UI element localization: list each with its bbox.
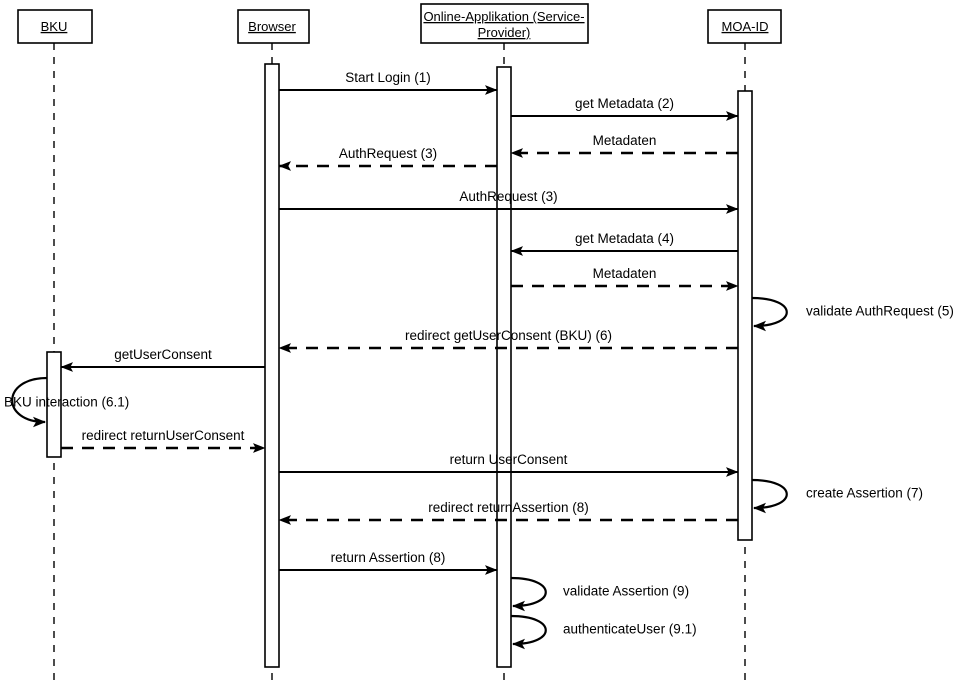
message-browser-to-moaid[interactable]: return UserConsent [279, 452, 739, 477]
self-message-arc-5 [510, 614, 547, 650]
self-message-bku-2[interactable]: BKU interaction (6.1) [4, 376, 129, 428]
self-message-arc-3 [751, 478, 788, 514]
message-label-5: AuthRequest (3) [459, 189, 557, 204]
message-moaid-to-browser[interactable]: redirect returnAssertion (8) [278, 500, 738, 525]
message-label-9: getUserConsent [114, 347, 212, 362]
activation-bar-browser[interactable] [264, 63, 280, 668]
self-message-arc-4 [510, 576, 547, 612]
self-message-label-4: validate Assertion (9) [563, 584, 689, 599]
lifeline-header-box-oa[interactable] [420, 3, 589, 44]
self-message-arc-1 [751, 296, 788, 332]
lifeline-bku[interactable]: BKU [17, 9, 93, 685]
self-message-oa-5[interactable]: authenticateUser (9.1) [510, 614, 697, 650]
lifeline-header-box-browser[interactable] [237, 9, 310, 44]
message-label-2: get Metadata (2) [575, 96, 674, 111]
self-messages-group: validate AuthRequest (5) BKU interaction … [4, 296, 954, 650]
lifeline-moaid[interactable]: MOA-ID [707, 9, 782, 685]
message-label-3: Metadaten [593, 133, 657, 148]
self-message-label-5: authenticateUser (9.1) [563, 622, 697, 637]
self-message-label-1: validate AuthRequest (5) [806, 304, 954, 319]
message-label-1: Start Login (1) [345, 70, 431, 85]
message-moaid-to-browser[interactable]: redirect getUserConsent (BKU) (6) [278, 328, 738, 353]
message-label-4: AuthRequest (3) [339, 146, 437, 161]
message-oa-to-browser[interactable]: AuthRequest (3) [278, 146, 497, 171]
message-label-13: return Assertion (8) [331, 550, 446, 565]
message-label-10: redirect returnUserConsent [82, 428, 245, 443]
lifeline-label-oa: Online-Applikation (Service-Provider) [423, 9, 584, 40]
message-label-8: redirect getUserConsent (BKU) (6) [405, 328, 612, 343]
message-label-7: Metadaten [593, 266, 657, 281]
message-label-12: redirect returnAssertion (8) [428, 500, 589, 515]
self-message-oa-4[interactable]: validate Assertion (9) [510, 576, 689, 612]
message-browser-to-bku[interactable]: getUserConsent [60, 347, 265, 372]
message-browser-to-oa[interactable]: Start Login (1) [279, 70, 498, 95]
message-moaid-to-oa[interactable]: get Metadata (4) [510, 231, 738, 256]
message-bku-to-browser[interactable]: redirect returnUserConsent [61, 428, 266, 453]
message-label-6: get Metadata (4) [575, 231, 674, 246]
self-message-moaid-1[interactable]: validate AuthRequest (5) [751, 296, 954, 332]
self-message-moaid-3[interactable]: create Assertion (7) [751, 478, 923, 514]
self-message-label-2: BKU interaction (6.1) [4, 395, 129, 410]
messages-group: Start Login (1) get Metadata (2) Metadaten… [60, 70, 739, 575]
lifeline-header-box-moaid[interactable] [707, 9, 782, 44]
self-message-label-3: create Assertion (7) [806, 486, 923, 501]
activation-bar-moaid[interactable] [737, 90, 753, 541]
message-browser-to-oa[interactable]: return Assertion (8) [279, 550, 498, 575]
lifeline-header-box-bku[interactable] [17, 9, 93, 44]
activation-bars-group [46, 63, 753, 668]
message-oa-to-moaid[interactable]: Metadaten [511, 266, 739, 291]
activation-bar-oa[interactable] [496, 66, 512, 668]
lifeline-label-moaid: MOA-ID [722, 19, 769, 34]
message-browser-to-moaid[interactable]: AuthRequest (3) [279, 189, 739, 214]
lifeline-label-browser: Browser [248, 19, 296, 34]
self-message-arc-2 [11, 376, 48, 428]
lifeline-label-bku: BKU [41, 19, 68, 34]
message-moaid-to-oa[interactable]: Metadaten [510, 133, 738, 158]
activation-bar-bku[interactable] [46, 351, 62, 458]
message-oa-to-moaid[interactable]: get Metadata (2) [511, 96, 739, 121]
message-label-11: return UserConsent [450, 452, 568, 467]
